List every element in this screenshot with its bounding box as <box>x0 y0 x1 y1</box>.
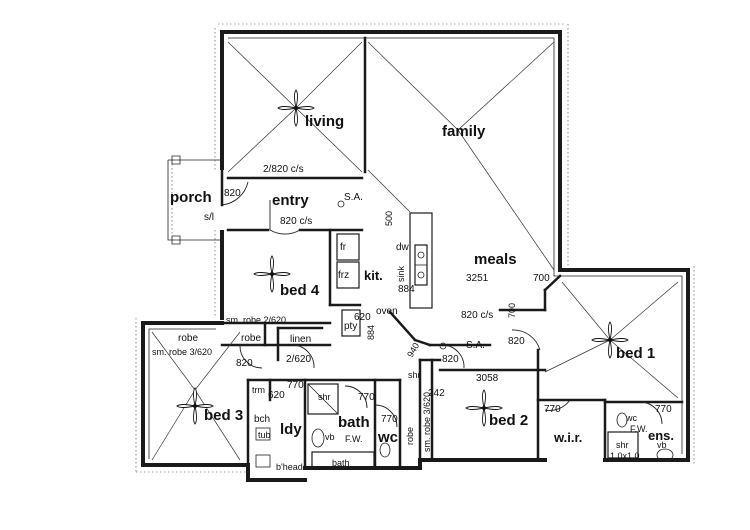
trough-label: trm <box>252 385 265 395</box>
dim-label: 620 <box>354 312 371 323</box>
tub-label: tub <box>258 430 271 440</box>
dim-label: 820 <box>442 354 459 365</box>
dim-label: 700 <box>507 303 517 318</box>
dim-label: 770 <box>287 380 304 391</box>
dim-label: 770 <box>358 392 375 403</box>
bench-label: bch <box>254 414 270 425</box>
room-entry-label: entry <box>272 192 309 209</box>
ceiling-fan-icon <box>253 255 291 293</box>
room-bed3-label: bed 3 <box>204 407 243 424</box>
room-meals-label: meals <box>474 251 517 268</box>
shower-label: shr <box>408 370 421 380</box>
smoke-alarm-label: S.A. <box>466 340 485 351</box>
dim-label: 820 c/s <box>461 310 493 321</box>
dim-label: 940 <box>405 341 421 359</box>
shower-label: shr <box>616 440 629 450</box>
dim-label: 820 <box>224 188 241 199</box>
room-bed4-label: bed 4 <box>280 282 320 299</box>
ceiling-fan-icon <box>591 321 629 359</box>
robe-note: sm. robe 3/620 <box>422 392 432 452</box>
sl-label: s/l <box>204 212 214 223</box>
floor-waste-label: F.W. <box>630 424 648 434</box>
vanity-basin-label: vb <box>657 440 667 450</box>
dim-label: 3058 <box>476 373 499 384</box>
room-kitchen-label: kit. <box>364 268 383 283</box>
dim-label: 242 <box>428 388 445 399</box>
vanity-basin-label: vb <box>325 432 335 442</box>
bath-tub-label: bath <box>332 458 350 468</box>
eave-hatch <box>135 23 695 473</box>
dishwasher-label: dw <box>396 242 410 253</box>
dim-label: 620 <box>268 390 285 401</box>
dim-label: 2/620 <box>286 354 311 365</box>
room-family-label: family <box>442 123 486 140</box>
room-wc-label: wc <box>377 429 398 446</box>
room-ensuite-label: ens. <box>648 428 674 443</box>
robe-label: robe <box>241 333 261 344</box>
ceiling-fan-icon <box>277 89 315 127</box>
shower-size-label: 1.0x1.0 <box>610 451 640 461</box>
robe-label: robe <box>178 333 198 344</box>
pantry-label: pty <box>344 321 357 332</box>
shower-label: shr <box>318 392 331 402</box>
room-linen-label: linen <box>290 334 311 345</box>
internal-walls <box>220 36 684 470</box>
dim-label: 884 <box>398 284 415 295</box>
room-bath-label: bath <box>338 414 370 431</box>
dim-label: 770 <box>381 414 398 425</box>
dim-label: 2/820 c/s <box>263 164 304 175</box>
bulkhead-label: b'head <box>276 462 303 472</box>
room-living-label: living <box>305 113 344 130</box>
ceiling-fan-icon <box>465 389 503 427</box>
smoke-alarm-label: S.A. <box>344 192 363 203</box>
dim-label: 770 <box>655 404 672 415</box>
ceiling-fan-icon <box>176 387 214 425</box>
dim-label: 3251 <box>466 273 489 284</box>
dim-label: 770 <box>544 404 561 415</box>
room-laundry-label: ldy <box>280 421 302 438</box>
oven-label: oven <box>376 306 398 317</box>
external-walls <box>141 30 690 482</box>
ensuite-wc-label: wc <box>625 413 637 423</box>
dim-label: 820 <box>508 336 525 347</box>
freezer-label: frz <box>338 270 349 281</box>
dim-label: 820 <box>236 358 253 369</box>
dim-label: 884 <box>366 325 376 340</box>
porch-outline <box>167 155 249 245</box>
sink-label: sink <box>396 265 406 282</box>
robe-note: sm. robe 3/620 <box>152 347 212 357</box>
room-bed2-label: bed 2 <box>489 412 528 429</box>
room-porch-label: porch <box>170 189 212 206</box>
room-bed1-label: bed 1 <box>616 345 655 362</box>
floor-waste-label: F.W. <box>345 434 363 444</box>
room-wir-label: w.i.r. <box>553 430 582 445</box>
dim-label: 820 c/s <box>280 216 312 227</box>
door-swings <box>239 200 663 428</box>
fixtures <box>255 200 674 468</box>
fridge-label: fr <box>340 242 347 253</box>
dim-label: 500 <box>384 211 394 226</box>
dim-label: 700 <box>533 273 550 284</box>
robe-label: robe <box>405 427 415 445</box>
robe-note: sm. robe 2/620 <box>226 315 286 325</box>
